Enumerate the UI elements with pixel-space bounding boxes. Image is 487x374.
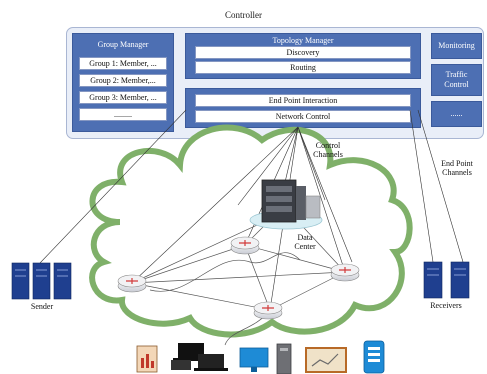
data-center-line-2: Center [294, 242, 316, 251]
sender-label: Sender [30, 302, 54, 311]
end-point-channels-line-1: End Point [441, 159, 473, 168]
control-channels-line-1: Control [315, 141, 341, 150]
data-center-label: Data Center [290, 233, 320, 251]
interaction-panel: End Point Interaction Network Control [185, 88, 421, 128]
network-control-bar: Network Control [195, 110, 411, 123]
end-point-channels-line-2: Channels [442, 168, 472, 177]
router-icon [253, 301, 283, 320]
topology-manager-title: Topology Manager [272, 36, 334, 45]
group-manager-title: Group Manager [97, 40, 149, 49]
traffic-control-module: Traffic Control [431, 64, 482, 96]
document-chart-icon [136, 345, 158, 373]
mobile-device-icon [363, 340, 385, 374]
receivers-label: Receivers [430, 301, 462, 310]
presentation-board-icon [305, 347, 347, 373]
traffic-label: Traffic [445, 70, 468, 79]
router-icon [330, 263, 360, 282]
control-channels-label: Control Channels [305, 141, 351, 159]
discovery-bar: Discovery [195, 46, 411, 59]
sender-servers-icon [11, 262, 72, 300]
group-item: Group 3: Member, ... [79, 91, 167, 104]
routing-bar: Routing [195, 61, 411, 74]
laptops-icon [171, 343, 228, 371]
pc-tower-icon [276, 343, 292, 374]
router-icon [230, 236, 260, 255]
end-point-interaction-bar: End Point Interaction [195, 94, 411, 107]
network-cloud [89, 124, 413, 338]
control-channel-lines [39, 109, 464, 311]
group-item-more: ......... [79, 108, 167, 121]
control-channels-line-2: Channels [313, 150, 343, 159]
network-links [131, 209, 346, 346]
group-item: Group 1: Member, ... [79, 57, 167, 70]
topology-manager-panel: Topology Manager Discovery Routing [185, 33, 421, 79]
controller-title: Controller [225, 10, 262, 20]
receiver-servers-icon [423, 261, 470, 299]
data-center-icon [249, 179, 323, 230]
end-point-channels-label: End Point Channels [431, 159, 483, 177]
desktop-monitor-icon [239, 347, 269, 372]
monitoring-module: Monitoring [431, 33, 482, 59]
router-icon [117, 274, 147, 293]
data-center-line-1: Data [297, 233, 313, 242]
group-manager-panel: Group Manager Group 1: Member, ... Group… [72, 33, 174, 132]
group-item: Group 2: Member,... [79, 74, 167, 87]
more-modules: ...... [431, 101, 482, 127]
control-label: Control [444, 80, 469, 89]
